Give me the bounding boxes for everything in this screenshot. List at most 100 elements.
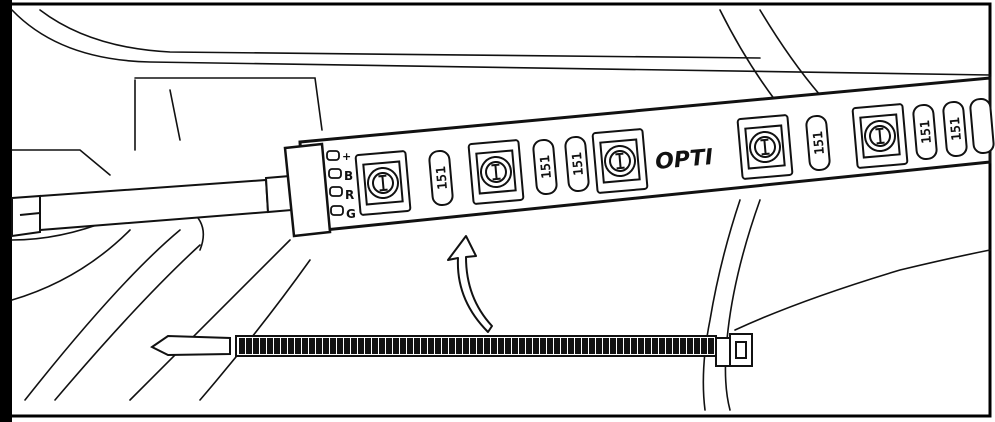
zip-tie-tooth [400,338,406,354]
zip-tie-tooth [393,338,399,354]
resistor-icon: 151 [805,114,831,172]
zip-tie-tooth [638,338,644,354]
zip-tie-tooth [694,338,700,354]
zip-tie-tooth [281,338,287,354]
zip-tie-tooth [435,338,441,354]
zip-tie-tooth [659,338,665,354]
zip-tie-teeth [239,338,714,354]
zip-tie-tooth [526,338,532,354]
zip-tie-tooth [554,338,560,354]
background-sketch [11,9,991,411]
zip-tie-tooth [351,338,357,354]
zip-tie-tooth [309,338,315,354]
zip-tie-tooth [365,338,371,354]
zip-tie-tooth [680,338,686,354]
zip-tie-tooth [274,338,280,354]
svg-text:151: 151 [948,116,965,141]
strip-brand-label: OPTI [654,145,714,175]
zip-tie-tooth [386,338,392,354]
curved-arrow-icon [447,235,493,333]
zip-tie-tooth [463,338,469,354]
pin-label-plus: + [342,150,351,163]
zip-tie-tooth [421,338,427,354]
zip-tie-tooth [673,338,679,354]
pin-label-g: G [346,207,356,221]
led-chips [354,103,909,216]
zip-tie-tooth [547,338,553,354]
svg-text:151: 151 [538,154,555,179]
resistor-icon: 151 [532,138,558,196]
zip-tie-tooth [624,338,630,354]
resistor-icon: 151 [564,135,590,193]
zip-tie-tooth [687,338,693,354]
zip-tie-tooth [456,338,462,354]
zip-tie-tooth [337,338,343,354]
zip-tie-tooth [302,338,308,354]
zip-tie-tooth [414,338,420,354]
resistor-icon: 151 [942,100,968,158]
zip-tie-tooth [470,338,476,354]
zip-tie-tooth [267,338,273,354]
zip-tie-tooth [512,338,518,354]
zip-tie-tooth [666,338,672,354]
resistor-icon: 151 [912,103,938,161]
resistor-icon [969,97,995,155]
connector-pins: + B R G [326,150,356,221]
zip-tie-tooth [253,338,259,354]
zip-tie-tooth [372,338,378,354]
zip-tie-tooth [484,338,490,354]
svg-text:151: 151 [811,130,828,155]
resistor-icon: 151 [428,149,454,207]
zip-tie-tooth [428,338,434,354]
zip-tie-tooth [582,338,588,354]
zip-tie-tooth [498,338,504,354]
zip-tie-tooth [379,338,385,354]
zip-tie-tooth [442,338,448,354]
zip-tie-tooth [575,338,581,354]
zip-tie-tooth [288,338,294,354]
zip-tie-tooth [652,338,658,354]
zip-tie-tooth [540,338,546,354]
zip-tie-tooth [323,338,329,354]
resistors: 151 151 151 151 151 151 [428,97,995,207]
svg-text:151: 151 [434,165,451,190]
pin-label-b: B [344,169,353,183]
led-chip-icon [736,114,794,180]
zip-tie-tooth [477,338,483,354]
zip-tie-icon [150,333,753,367]
zip-tie-tooth [344,338,350,354]
zip-tie-tooth [561,338,567,354]
zip-tie-tooth [358,338,364,354]
zip-tie-tooth [246,338,252,354]
zip-tie-tooth [449,338,455,354]
zip-tie-tooth [330,338,336,354]
zip-tie-tooth [519,338,525,354]
zip-tie-tooth [407,338,413,354]
pin-label-r: R [345,188,354,202]
svg-text:151: 151 [570,151,587,176]
led-chip-icon [467,139,525,205]
strip-cable [11,174,294,238]
zip-tie-tooth [589,338,595,354]
zip-tie-tooth [631,338,637,354]
zip-tie-tooth [491,338,497,354]
zip-tie-tooth [701,338,707,354]
zip-tie-tooth [239,338,245,354]
zip-tie-tooth [610,338,616,354]
zip-tie-tooth [505,338,511,354]
zip-tie-tooth [316,338,322,354]
zip-tie-tooth [533,338,539,354]
zip-tie-tooth [295,338,301,354]
connector-clip-icon [283,142,332,238]
zip-tie-tooth [568,338,574,354]
zip-tie-tooth [617,338,623,354]
zip-tie-tooth [645,338,651,354]
zip-tie-tooth [708,338,714,354]
led-chip-icon [851,103,909,169]
led-chip-icon [591,128,649,194]
zip-tie-tooth [260,338,266,354]
zip-tie-tooth [596,338,602,354]
svg-text:151: 151 [918,119,935,144]
